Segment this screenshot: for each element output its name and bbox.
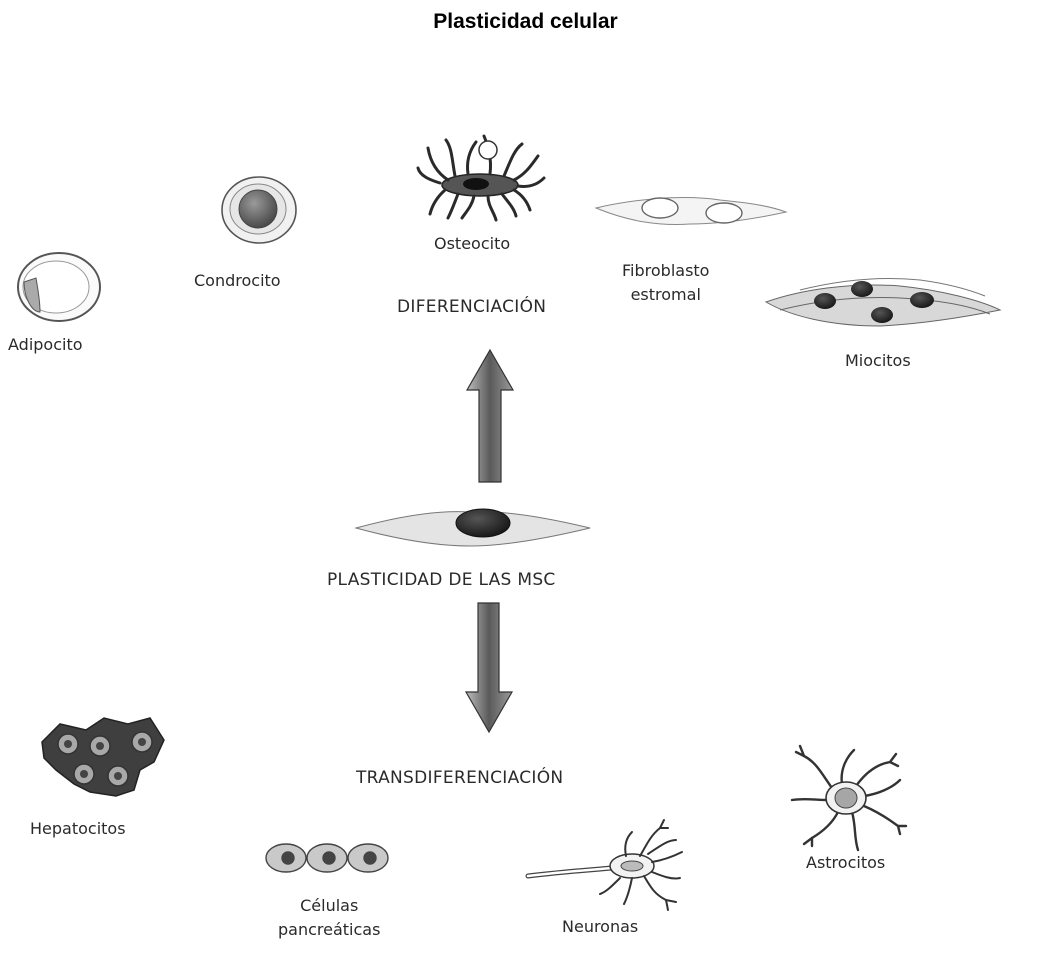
label-hepatocitos: Hepatocitos (30, 818, 126, 840)
label-osteocito: Osteocito (434, 233, 510, 255)
label-diferenciacion: DIFERENCIACIÓN (397, 296, 546, 318)
label-fibroblasto-line2: estromal (631, 285, 701, 304)
label-astrocitos: Astrocitos (806, 852, 885, 874)
label-miocitos: Miocitos (845, 350, 911, 372)
label-condrocito: Condrocito (194, 270, 281, 292)
label-pancreaticas-line2: pancreáticas (278, 920, 380, 939)
osteocito-cell (418, 136, 544, 220)
miocitos-cells (766, 278, 1000, 326)
label-adipocito: Adipocito (8, 334, 83, 356)
label-transdiferenciacion: TRANSDIFERENCIACIÓN (356, 767, 563, 789)
label-pancreaticas: Células pancreáticas (278, 894, 380, 942)
label-fibroblasto-line1: Fibroblasto (622, 261, 709, 280)
adipocito-cell (18, 253, 100, 321)
fibroblasto-cell (596, 198, 786, 225)
label-fibroblasto: Fibroblasto estromal (622, 259, 709, 307)
up-arrow (467, 350, 513, 482)
down-arrow (466, 603, 512, 732)
pancreaticas-cells (266, 844, 388, 872)
astrocitos-cell (792, 746, 906, 850)
condrocito-cell (222, 177, 296, 243)
msc-cell (356, 509, 590, 546)
hepatocitos-cells (42, 718, 164, 796)
label-pancreaticas-line1: Células (300, 896, 358, 915)
neuronas-cell (528, 820, 682, 910)
label-plasticidad-msc: PLASTICIDAD DE LAS MSC (327, 569, 556, 591)
label-neuronas: Neuronas (562, 916, 638, 938)
